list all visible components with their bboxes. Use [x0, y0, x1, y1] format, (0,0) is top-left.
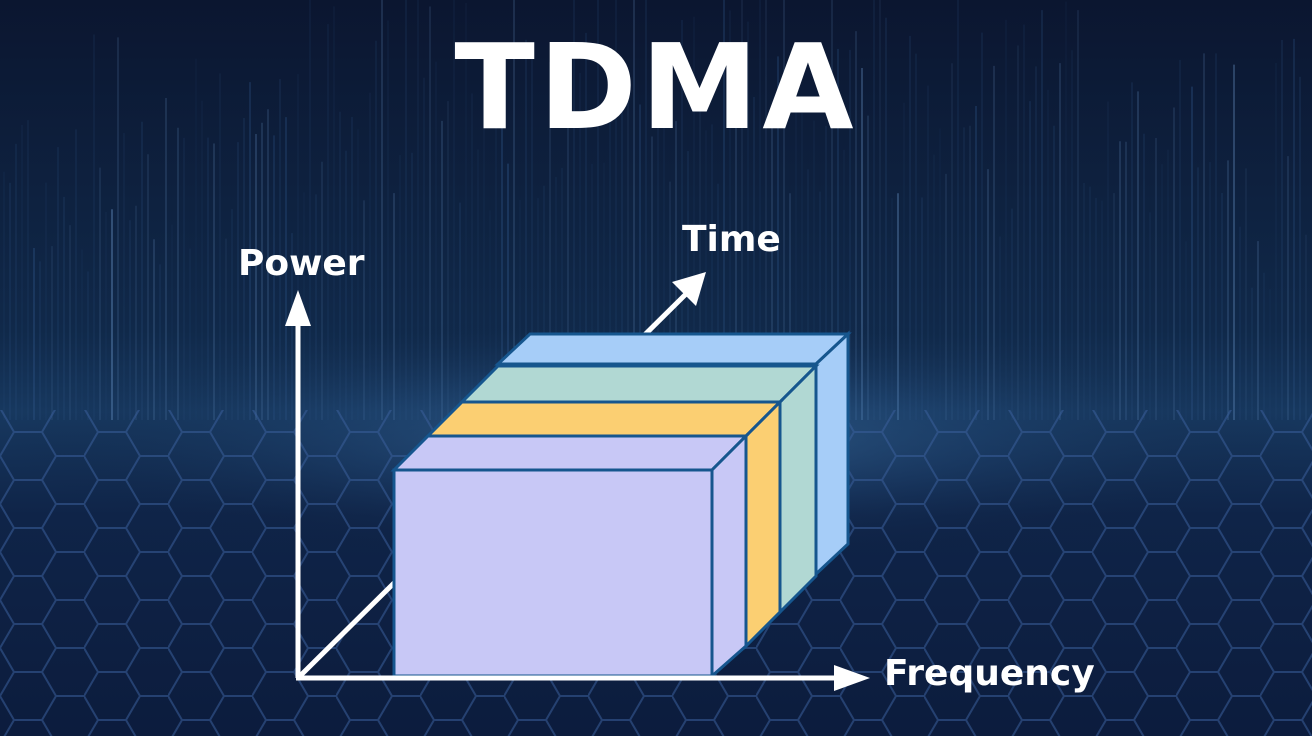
- time-slot-3: [458, 362, 820, 616]
- slot-1-front: [392, 468, 714, 678]
- frequency-axis-label: Frequency: [884, 653, 1095, 694]
- slot-4-side: [814, 330, 850, 578]
- time-slot-2: [424, 398, 784, 650]
- time-axis-label: Time: [682, 219, 781, 260]
- slot-1-side: [710, 432, 748, 680]
- time-slot-1: [390, 432, 750, 680]
- power-axis-arrowhead: [285, 290, 311, 326]
- time-slot-4: [494, 330, 852, 578]
- slot-2-side: [744, 398, 782, 650]
- page-title: TDMA: [454, 18, 858, 156]
- slot-1-top: [390, 434, 750, 472]
- slot-4-top: [494, 332, 852, 366]
- slot-2-top: [424, 400, 784, 438]
- slot-3-side: [778, 362, 818, 616]
- time-axis-arrowhead: [672, 272, 706, 306]
- slot-3-top: [458, 364, 820, 404]
- power-axis-label: Power: [238, 243, 365, 284]
- frequency-axis-arrowhead: [834, 665, 870, 691]
